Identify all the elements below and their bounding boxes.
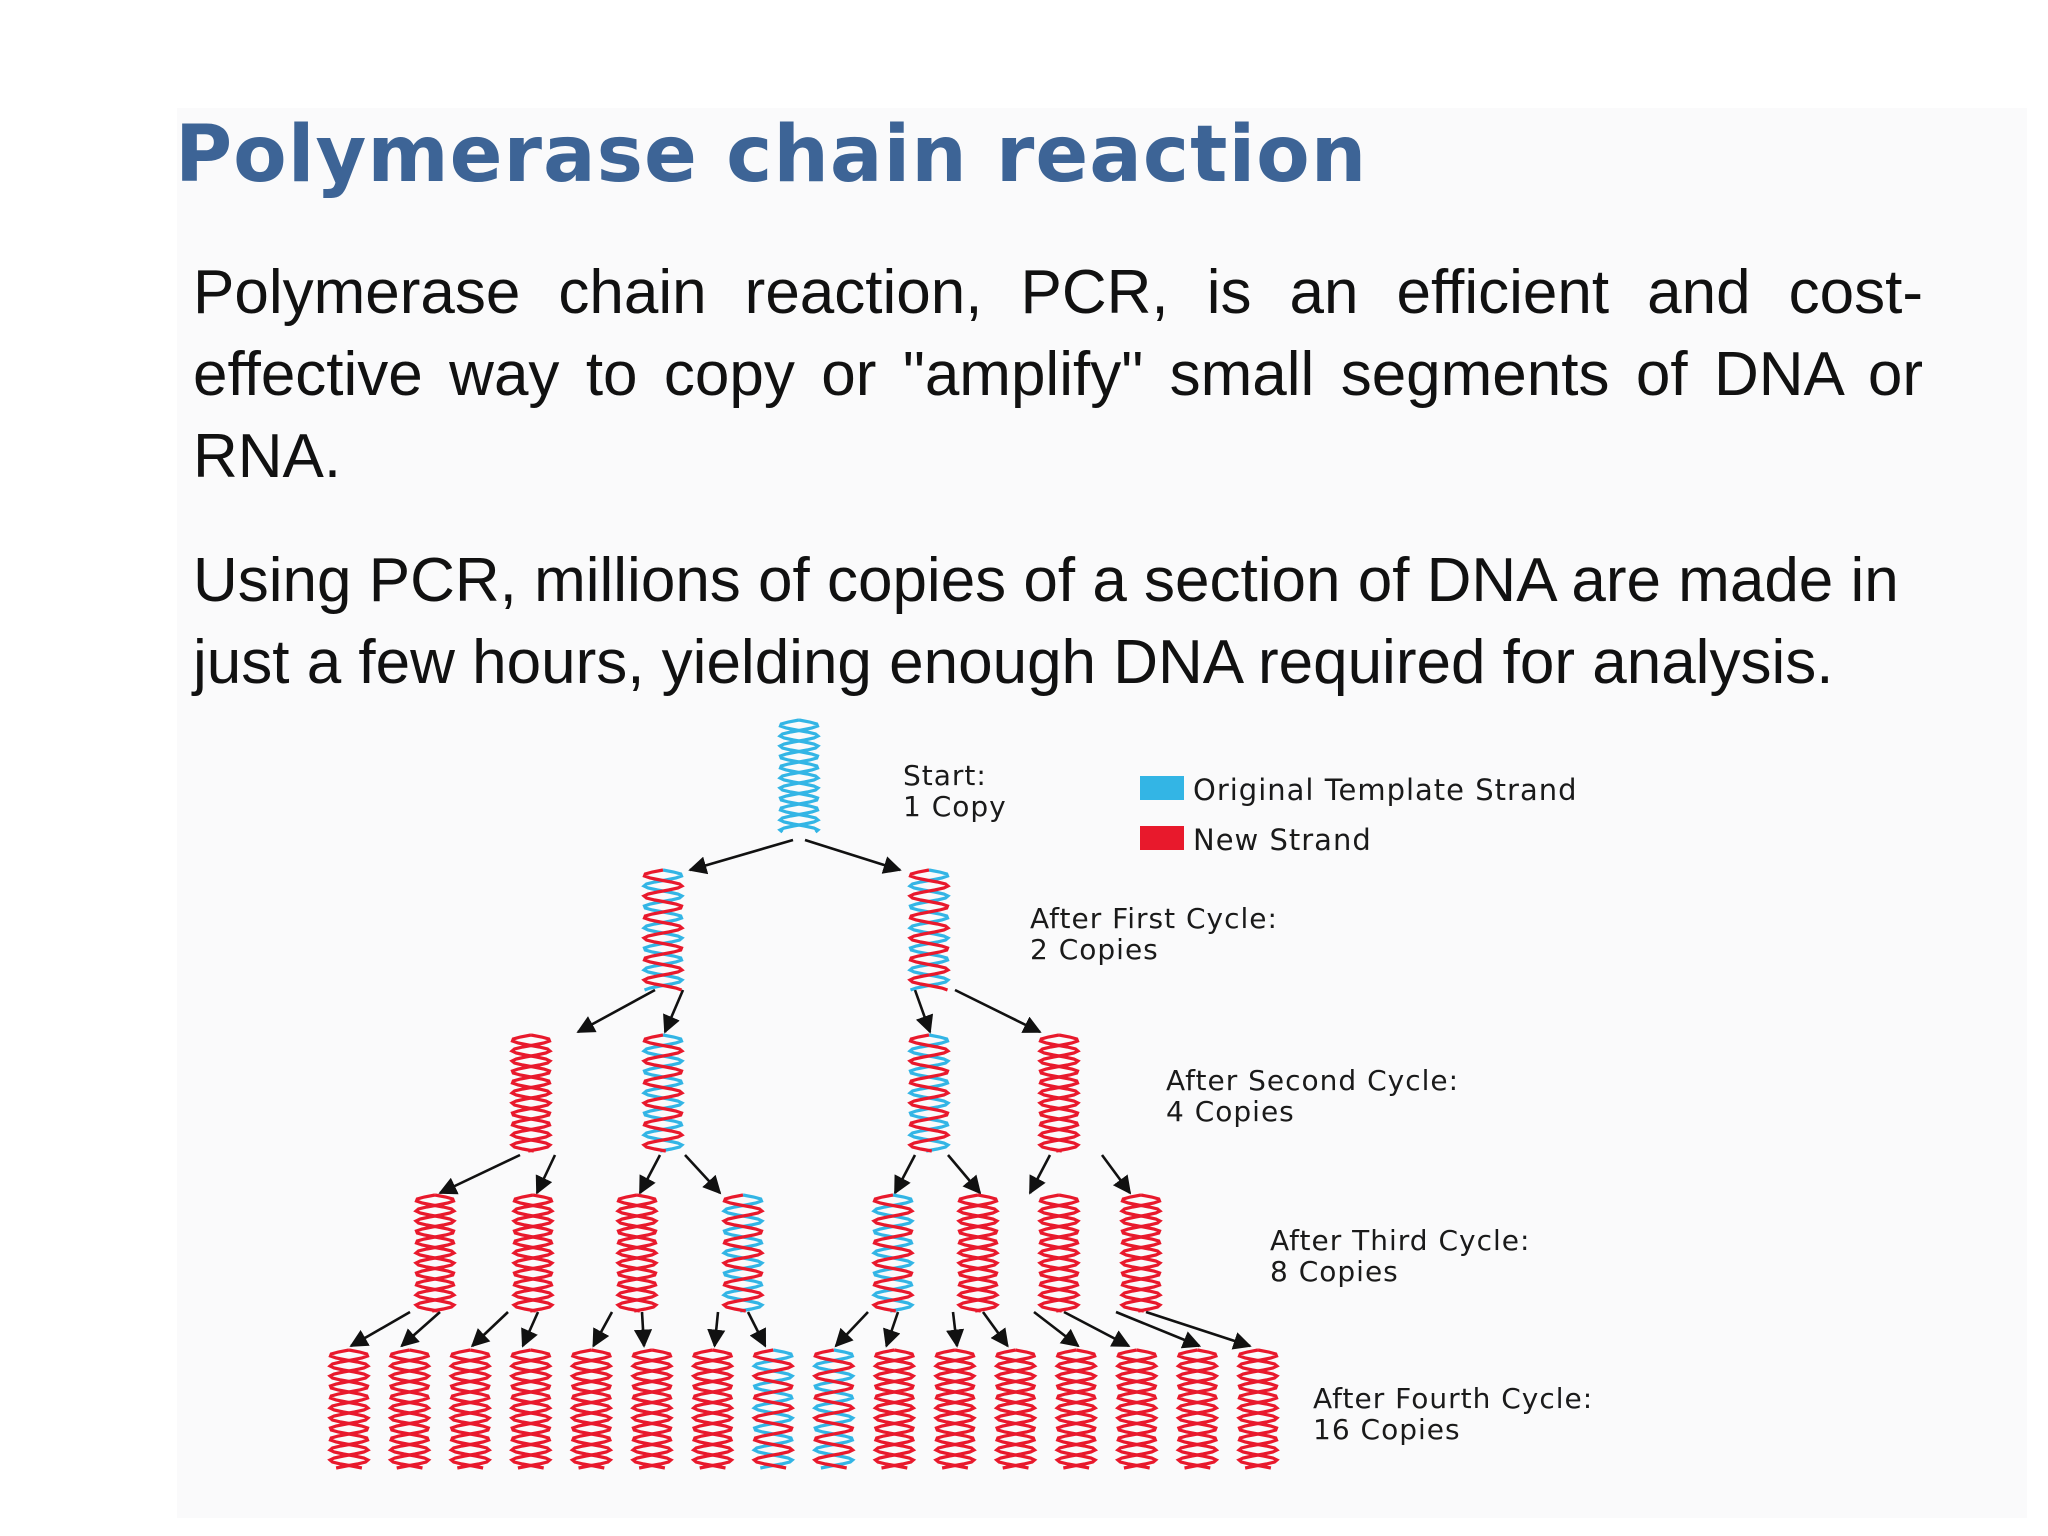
- helix-cycle-4: [690, 1348, 735, 1470]
- helix-cycle-3: [871, 1193, 915, 1313]
- helix-cycle-1: [641, 868, 685, 992]
- arrow: [1028, 1154, 1052, 1195]
- helix-cycle-4: [872, 1348, 917, 1470]
- stage-label-cycle-1: After First Cycle:: [1030, 902, 1278, 935]
- arrow: [400, 1311, 441, 1348]
- helix-cycle-4: [993, 1348, 1038, 1470]
- helix-cycle-4: [811, 1348, 856, 1470]
- helix-cycle-1: [907, 868, 951, 992]
- helix-start: [777, 718, 821, 834]
- legend-swatch-new: [1140, 826, 1184, 850]
- arrow: [684, 1154, 722, 1195]
- arrow: [592, 1311, 614, 1348]
- helix-cycle-4: [1114, 1348, 1159, 1470]
- arrow: [663, 989, 685, 1034]
- helix-cycle-4: [1175, 1348, 1220, 1470]
- slide-title: Polymerase chain reaction: [175, 110, 1368, 200]
- arrow: [1063, 1310, 1131, 1348]
- stage-label-start: Start:: [903, 759, 987, 792]
- helix-cycle-4: [751, 1348, 796, 1470]
- helix-cycle-4: [327, 1348, 371, 1470]
- helix-cycle-3: [1119, 1193, 1163, 1313]
- arrow: [981, 1311, 1009, 1348]
- helix-cycle-2: [1037, 1033, 1081, 1153]
- arrow: [535, 1154, 557, 1195]
- legend: Original Template Strand New Strand: [1140, 773, 1578, 857]
- legend-label-new: New Strand: [1193, 823, 1372, 857]
- arrow: [1033, 1310, 1080, 1348]
- helix-cycle-2: [907, 1033, 951, 1153]
- helices: [327, 718, 1280, 1470]
- arrow: [804, 838, 902, 874]
- legend-label-original: Original Template Strand: [1193, 773, 1578, 807]
- arrow: [470, 1311, 509, 1348]
- arrow: [746, 1311, 767, 1348]
- arrow: [438, 1153, 521, 1195]
- stage-label-cycle-4: After Fourth Cycle:: [1313, 1382, 1593, 1415]
- arrow: [1145, 1310, 1252, 1350]
- helix-cycle-4: [448, 1348, 493, 1470]
- helix-cycle-3: [615, 1193, 659, 1313]
- arrow: [883, 1311, 901, 1348]
- arrows: [349, 838, 1252, 1350]
- helix-cycle-3: [1037, 1193, 1081, 1313]
- arrow: [576, 988, 656, 1034]
- stage-label-cycle-3: After Third Cycle:: [1270, 1224, 1530, 1257]
- arrow: [946, 1311, 965, 1348]
- helix-cycle-4: [1236, 1348, 1280, 1470]
- arrow: [707, 1311, 726, 1348]
- arrow: [521, 1311, 540, 1348]
- helix-cycle-3: [413, 1193, 457, 1313]
- helix-cycle-3: [721, 1193, 765, 1313]
- arrow: [913, 989, 934, 1034]
- arrow: [954, 988, 1042, 1034]
- stage-label-cycle-2: After Second Cycle:: [1166, 1064, 1459, 1097]
- stage-labels: Start: 1 Copy After First Cycle: 2 Copie…: [903, 759, 1593, 1446]
- helix-cycle-4: [387, 1348, 432, 1470]
- stage-count-start: 1 Copy: [903, 790, 1007, 823]
- paragraph-definition: Polymerase chain reaction, PCR, is an ef…: [193, 258, 1923, 491]
- slide-panel: [177, 108, 2027, 1518]
- arrow: [1100, 1154, 1132, 1195]
- helix-cycle-3: [511, 1193, 555, 1313]
- helix-cycle-4: [933, 1348, 977, 1470]
- arrow: [633, 1311, 653, 1348]
- stage-count-cycle-1: 2 Copies: [1030, 933, 1159, 966]
- arrow: [834, 1311, 869, 1348]
- helix-cycle-4: [569, 1348, 614, 1470]
- paragraph-usage: Using PCR, millions of copies of a secti…: [193, 546, 1899, 697]
- helix-cycle-2: [641, 1033, 685, 1153]
- arrow: [688, 838, 794, 875]
- legend-swatch-original: [1140, 776, 1184, 800]
- arrow: [893, 1154, 917, 1195]
- arrow: [1115, 1310, 1202, 1349]
- stage-count-cycle-4: 16 Copies: [1313, 1413, 1461, 1446]
- helix-cycle-4: [1054, 1348, 1099, 1470]
- helix-cycle-3: [956, 1193, 1000, 1313]
- helix-cycle-2: [509, 1033, 553, 1153]
- stage-count-cycle-3: 8 Copies: [1270, 1255, 1399, 1288]
- arrow: [349, 1310, 411, 1348]
- stage-count-cycle-2: 4 Copies: [1166, 1095, 1295, 1128]
- arrow: [947, 1154, 982, 1195]
- helix-cycle-4: [508, 1348, 553, 1470]
- helix-cycle-4: [630, 1348, 674, 1470]
- arrow: [638, 1154, 662, 1195]
